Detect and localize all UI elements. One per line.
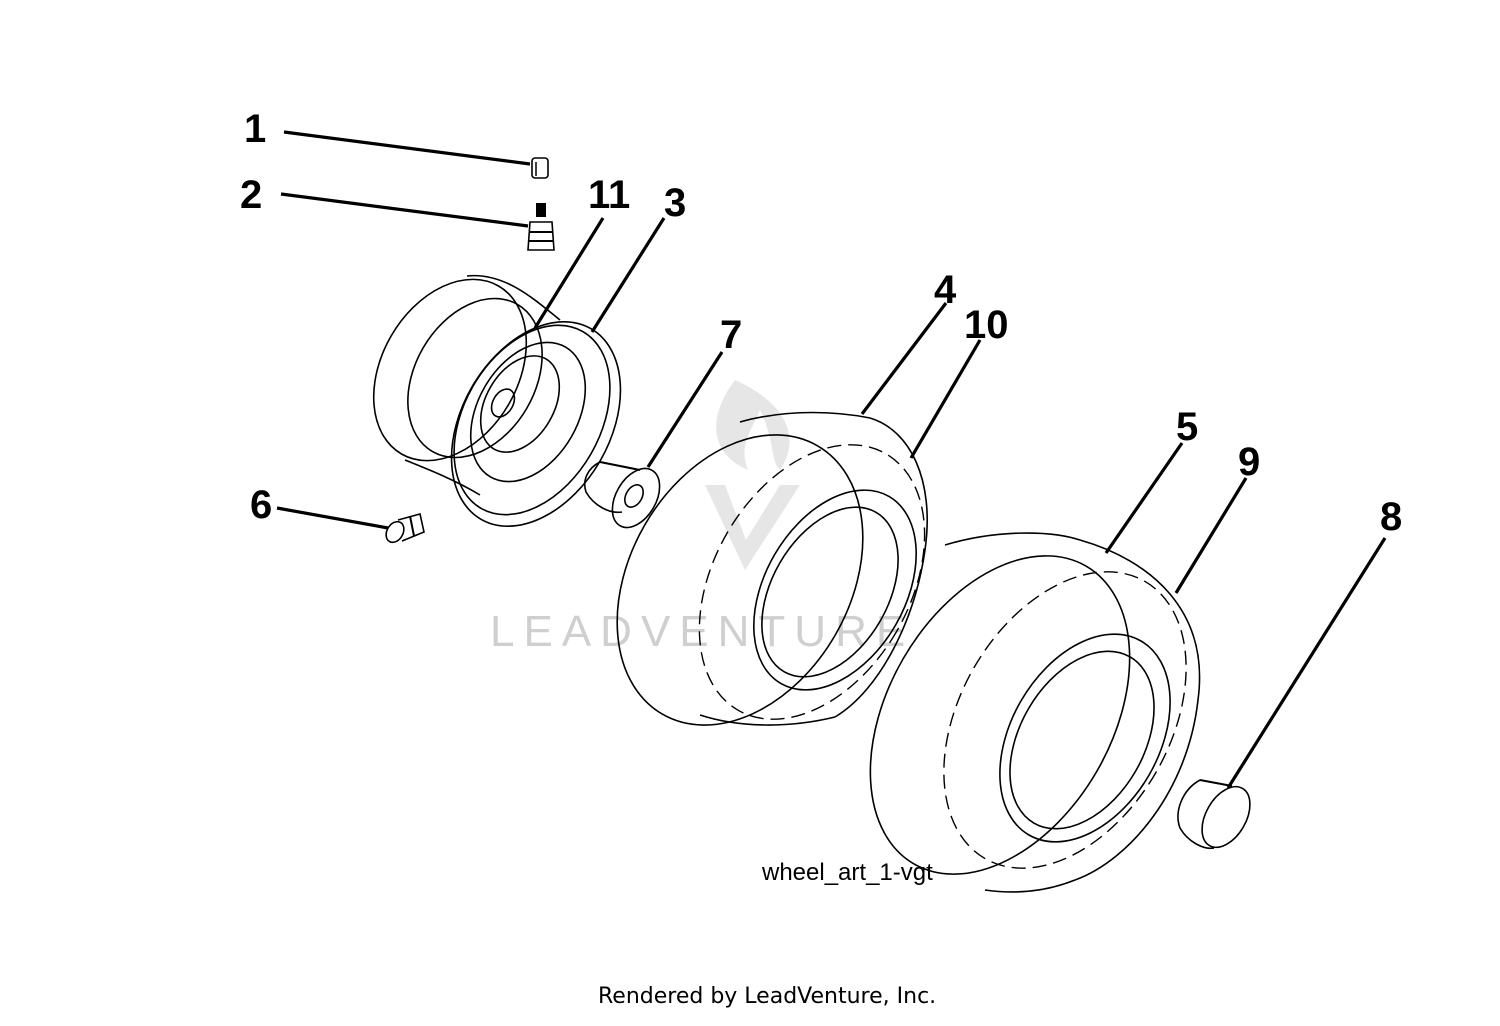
leader-11 — [533, 217, 605, 329]
callout-1: 1 — [244, 107, 266, 151]
callout-4: 4 — [934, 268, 957, 312]
callout-6: 6 — [250, 483, 272, 527]
leader-1 — [283, 130, 531, 166]
footer-credit: Rendered by LeadVenture, Inc. — [598, 984, 936, 1009]
watermark-text: LEADVENTURE — [490, 607, 914, 656]
part-4-tire — [616, 411, 929, 726]
callout-8: 8 — [1380, 495, 1402, 539]
part-10-tire-tread — [698, 444, 926, 720]
part-6-grease-fitting — [385, 513, 425, 544]
part-1-valve-cap — [531, 157, 549, 179]
leader-10 — [909, 339, 982, 459]
part-8-hub-cap — [1177, 779, 1251, 850]
leader-2 — [280, 192, 529, 228]
callout-numbers: 1 2 11 3 7 4 10 5 9 8 6 — [240, 107, 1402, 539]
leader-4 — [860, 302, 948, 415]
diagram-caption: wheel_art_1-vgt — [761, 859, 933, 886]
part-5-tire — [869, 532, 1201, 893]
part-2-valve-stem — [527, 203, 555, 251]
part-11-rim — [372, 274, 611, 516]
callout-11: 11 — [588, 173, 630, 217]
leader-6 — [276, 506, 389, 530]
part-7-bushing — [584, 461, 661, 529]
leader-5 — [1104, 442, 1184, 554]
callout-7: 7 — [720, 313, 742, 357]
callout-10: 10 — [964, 303, 1009, 347]
part-3-rim-seal — [450, 321, 622, 527]
leader-3 — [590, 217, 666, 333]
watermark: LEADVENTURE — [490, 380, 914, 656]
watermark-v-icon — [705, 485, 800, 570]
leader-lines — [276, 130, 1387, 789]
callout-9: 9 — [1238, 440, 1260, 484]
part-9-tire-tread — [943, 571, 1187, 869]
callout-5: 5 — [1176, 405, 1198, 449]
watermark-logo-icon — [716, 380, 790, 470]
callout-3: 3 — [664, 181, 686, 225]
leader-8 — [1226, 537, 1387, 789]
leader-9 — [1174, 477, 1248, 594]
leader-7 — [646, 351, 724, 468]
callout-2: 2 — [240, 173, 262, 217]
